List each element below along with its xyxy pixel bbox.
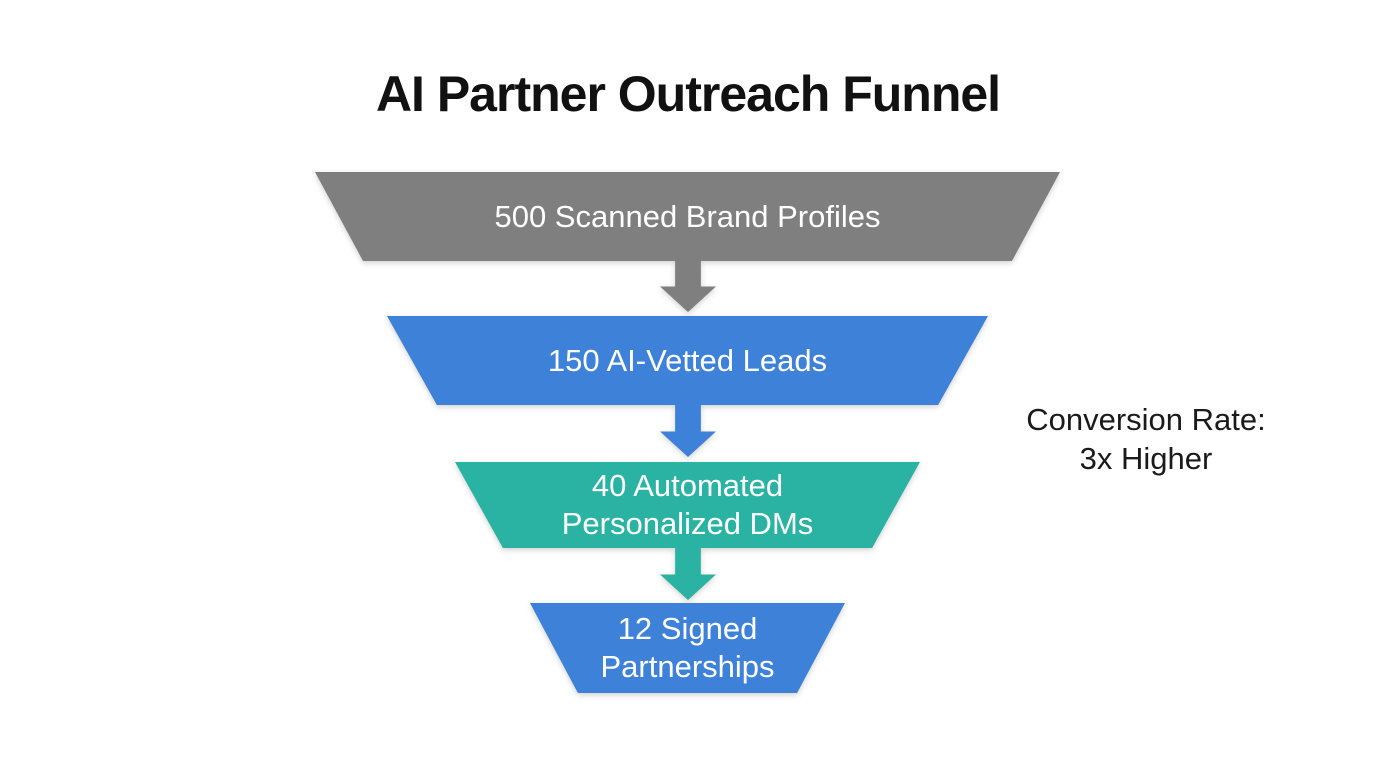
conversion-rate-value: 3x Higher: [1079, 441, 1213, 476]
stage-label: 12 Signed Partnerships: [600, 610, 774, 686]
down-arrow-icon: [660, 404, 716, 457]
stage-label-line2: Personalized DMs: [561, 506, 814, 541]
stage-label-line1: 150 AI-Vetted Leads: [547, 342, 828, 378]
conversion-rate-label: Conversion Rate:: [1026, 402, 1266, 437]
stage-label-line2: Partnerships: [600, 649, 775, 684]
down-arrow-icon: [660, 547, 716, 600]
funnel-stage-automated-personalized-dms: 40 Automated Personalized DMs: [455, 462, 920, 548]
chart-title: AI Partner Outreach Funnel: [375, 66, 1001, 122]
funnel-stage-ai-vetted-leads: 150 AI-Vetted Leads: [387, 316, 988, 405]
stage-label: 500 Scanned Brand Profiles: [494, 198, 880, 236]
funnel-stage-signed-partnerships: 12 Signed Partnerships: [530, 603, 845, 693]
stage-label: 40 Automated Personalized DMs: [562, 467, 814, 543]
conversion-rate-note: Conversion Rate: 3x Higher: [986, 400, 1306, 478]
stage-label-line1: 500 Scanned Brand Profiles: [494, 198, 881, 234]
stage-label: 150 AI-Vetted Leads: [548, 342, 827, 380]
stage-label-line1: 12 Signed: [617, 611, 758, 646]
down-arrow-icon: [660, 259, 716, 312]
stage-label-line1: 40 Automated: [591, 468, 784, 503]
funnel-stage-scanned-brand-profiles: 500 Scanned Brand Profiles: [315, 172, 1060, 261]
